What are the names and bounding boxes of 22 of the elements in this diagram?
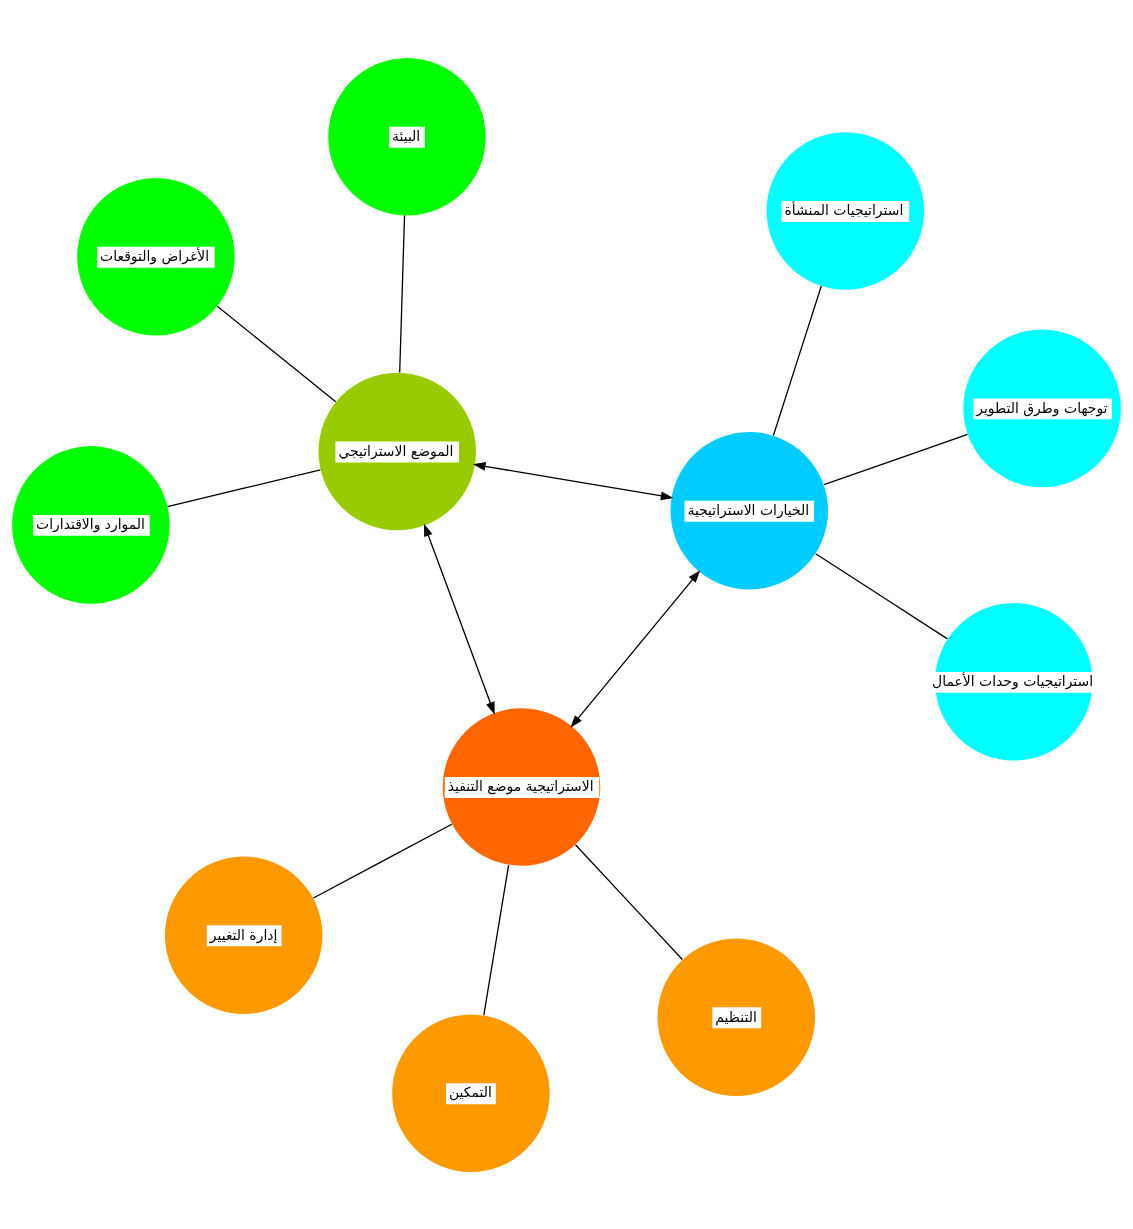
node-circle: الأغراض والتوقعات [77,177,235,335]
connector [574,843,683,960]
connector [483,863,510,1016]
connector [815,552,949,640]
node-circle: الخيارات الاستراتيجية [670,431,829,589]
node-circle: البيئة [328,57,486,216]
node-circle: التمكين [392,1013,550,1172]
node-circle: توجهات وطرق التطوير [963,329,1121,487]
arrow [423,523,495,715]
node-circle: الموضع الاستراتيجي [318,372,476,530]
arrow [473,461,674,500]
connector [216,305,337,402]
connector [399,214,406,373]
connector [312,823,453,899]
connector [166,468,321,507]
node-circle: استراتيجيات المنشأة [766,131,925,290]
connector [823,433,969,485]
arrow [570,569,701,728]
connector [772,284,822,436]
node-circle: التنظيم [657,938,816,1096]
node-circle: الموارد والاقتدارات [12,445,170,604]
node-circle: إدارة التغيير [164,856,323,1014]
